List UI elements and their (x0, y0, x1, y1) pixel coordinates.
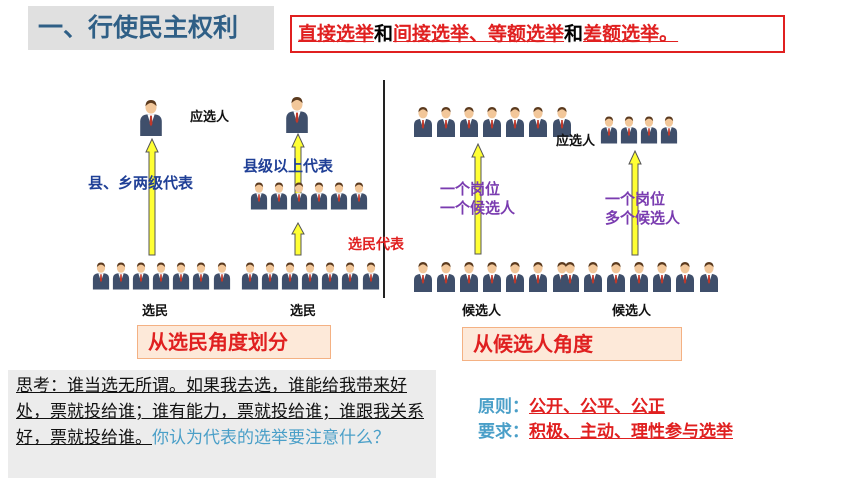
person-icon (528, 103, 548, 141)
person-icon (560, 258, 580, 296)
differential-election-label: 一个岗位 多个候选人 (605, 190, 680, 228)
think-question: 你认为代表的选举要注意什么？ (152, 428, 390, 448)
diff-line-1: 一个岗位 (605, 190, 666, 208)
person-icon (132, 258, 150, 294)
candidate-row-differential (560, 258, 719, 300)
voter-delegate-label: 选民代表 (348, 237, 404, 253)
person-icon (620, 113, 638, 147)
equal-elected-row (413, 103, 572, 145)
person-icon (652, 258, 672, 296)
person-icon (270, 180, 288, 212)
person-icon (528, 258, 548, 296)
person-icon (675, 258, 695, 296)
person-icon (301, 258, 319, 294)
person-icon (482, 103, 502, 141)
person-icon (629, 258, 649, 296)
person-icon (350, 180, 368, 212)
principle-value: 公开、公平、公正 (529, 397, 665, 417)
direct-elected-person (138, 100, 164, 140)
person-icon (341, 258, 359, 294)
left-candidate-label: 应选人 (190, 110, 230, 125)
person-icon (606, 258, 626, 296)
principle-line: 原则：公开、公平、公正 (478, 392, 665, 417)
person-icon (290, 180, 308, 212)
candidates-label-equal: 候选人 (462, 304, 502, 319)
differential-elected-row (600, 113, 678, 151)
person-icon (261, 258, 279, 294)
person-icon (436, 258, 456, 296)
indirect-elected-person (284, 97, 310, 137)
voter-perspective-box: 从选民角度划分 (137, 325, 331, 359)
person-icon (413, 103, 433, 141)
person-icon (321, 258, 339, 294)
direct-delegate-label: 县、乡两级代表 (88, 174, 194, 192)
section-title: 一、行使民主权利 (28, 6, 274, 50)
think-statement: 思考：谁当选无所谓。如果我去选，谁能给我带来好处，票就投给谁；谁有能力，票就投给… (16, 376, 424, 448)
equal-election-arrow (471, 143, 485, 255)
person-icon (505, 258, 525, 296)
person-icon (152, 258, 170, 294)
person-icon (92, 258, 110, 294)
election-types-banner: 直接选举和间接选举、等额选举和差额选举。 (290, 15, 785, 53)
person-icon (482, 258, 502, 296)
equal-line-2: 一个候选人 (440, 199, 516, 217)
diagram-divider (383, 80, 385, 298)
person-icon (505, 103, 525, 141)
voter-row-left (92, 258, 231, 298)
person-icon (172, 258, 190, 294)
requirement-key: 要求： (478, 422, 529, 442)
voters-label-right: 选民 (290, 304, 317, 319)
person-icon (330, 180, 348, 212)
right-candidate-label: 应选人 (556, 134, 596, 149)
indirect-delegate-label: 县级以上代表 (243, 157, 334, 175)
principle-key: 原则： (478, 397, 529, 417)
person-icon (600, 113, 618, 147)
indirect-lower-arrow (291, 222, 305, 256)
person-icon (213, 258, 231, 294)
person-icon (436, 103, 456, 141)
and-text-2: 和 (564, 23, 584, 45)
candidate-row-equal (413, 258, 572, 300)
indirect-equal-election-text: 间接选举、等额选举 (393, 23, 565, 45)
person-icon (112, 258, 130, 294)
direct-election-text: 直接选举 (298, 23, 375, 45)
differential-election-arrow (628, 150, 642, 256)
and-text-1: 和 (374, 23, 394, 45)
person-icon (138, 100, 164, 136)
delegate-row (250, 180, 368, 216)
differential-election-text: 差额选举 (583, 23, 660, 45)
equal-election-label: 一个岗位 一个候选人 (440, 180, 515, 218)
person-icon (310, 180, 328, 212)
person-icon (241, 258, 259, 294)
think-question-box: 思考：谁当选无所谓。如果我去选，谁能给我带来好处，票就投给谁；谁有能力，票就投给… (8, 370, 436, 478)
person-icon (250, 180, 268, 212)
person-icon (640, 113, 658, 147)
person-icon (362, 258, 380, 294)
voters-label-left: 选民 (142, 304, 169, 319)
person-icon (284, 97, 310, 133)
equal-line-1: 一个岗位 (440, 180, 501, 198)
person-icon (192, 258, 210, 294)
person-icon (459, 258, 479, 296)
banner-period: 。 (659, 23, 679, 45)
person-icon (459, 103, 479, 141)
voter-row-right (241, 258, 380, 298)
requirement-value: 积极、主动、理性参与选举 (529, 422, 733, 442)
diff-line-2: 多个候选人 (605, 209, 681, 227)
person-icon (660, 113, 678, 147)
person-icon (583, 258, 603, 296)
person-icon (281, 258, 299, 294)
requirement-line: 要求：积极、主动、理性参与选举 (478, 417, 733, 442)
candidates-label-differential: 候选人 (612, 304, 652, 319)
candidate-perspective-box: 从候选人角度 (462, 327, 682, 361)
person-icon (699, 258, 719, 296)
direct-election-arrow (145, 138, 159, 256)
person-icon (413, 258, 433, 296)
